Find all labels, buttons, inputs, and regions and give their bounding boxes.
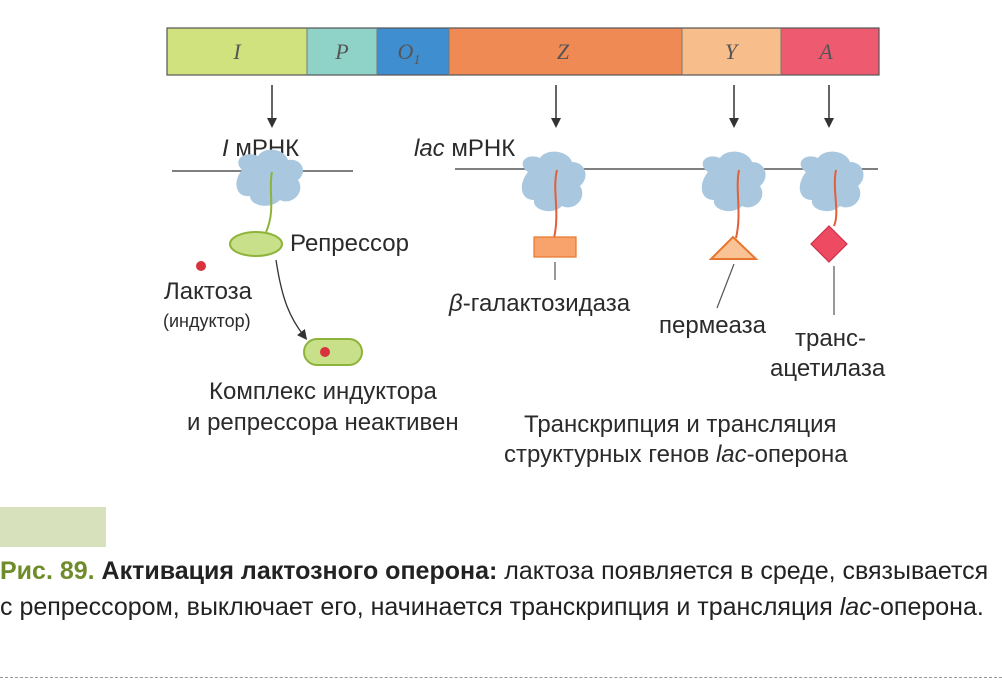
permease-label: пермеаза xyxy=(659,312,767,339)
gene-label-p: P xyxy=(334,39,348,64)
gene-segment-z xyxy=(449,28,682,75)
complex-label-line1: Комплекс индуктора xyxy=(209,378,437,405)
ribosome-a xyxy=(799,151,864,212)
repressor-peptide xyxy=(265,171,273,233)
repressor-shape xyxy=(229,231,283,257)
ribosome-z xyxy=(521,151,586,212)
lactose-label: Лактоза xyxy=(164,278,253,305)
dashed-divider xyxy=(0,677,1002,678)
beta-galactosidase-shape xyxy=(533,236,577,258)
gene-segment-y xyxy=(682,28,781,75)
permease-shape xyxy=(708,235,759,260)
beta-galactosidase-label: β-галактозидаза xyxy=(448,290,631,317)
caption-accent-bar xyxy=(0,507,106,547)
bound-lactose-dot xyxy=(320,347,330,357)
acetylase-peptide xyxy=(833,169,838,227)
beta-gal-peptide xyxy=(553,169,558,239)
gene-label-z: Z xyxy=(557,39,570,64)
transcription-label-line2: структурных генов lac-оперона xyxy=(504,441,848,468)
ribosome-y xyxy=(701,151,766,212)
transacetylase-label-line2: ацетилаза xyxy=(770,355,886,382)
lac-operon-diagram: I P O1 Z Y A I мРНК lac мРНК Репрессор Л… xyxy=(163,27,886,468)
inducer-repressor-complex xyxy=(303,338,363,366)
gene-label-y: Y xyxy=(725,39,740,64)
lac-mrna-label: lac мРНК xyxy=(414,135,515,162)
gene-segment-i xyxy=(167,28,307,75)
permease-peptide xyxy=(735,169,740,239)
caption-text: лактоза появляется в среде, связывается … xyxy=(0,557,989,621)
gene-bar: I P O1 Z Y A xyxy=(166,27,880,76)
lactose-dot xyxy=(196,261,206,271)
gene-segment-a xyxy=(781,28,879,75)
gene-label-o1: O1 xyxy=(398,39,421,68)
binding-arrow xyxy=(275,259,308,340)
transcription-label-line1: Транскрипция и трансляция xyxy=(524,411,837,438)
gene-label-a: A xyxy=(817,39,833,64)
transacetylase-label-line1: транс- xyxy=(795,325,866,352)
transacetylase-shape xyxy=(810,225,848,263)
gene-bar-outline xyxy=(166,27,880,76)
gene-segment-p xyxy=(307,28,377,75)
caption-text-end: -оперона. xyxy=(871,593,984,621)
inducer-label: (индуктор) xyxy=(163,311,251,331)
gene-label-i: I xyxy=(232,39,242,64)
figure-title: Активация лактозного оперона: xyxy=(94,557,498,585)
repressor-label: Репрессор xyxy=(290,230,409,257)
figure-caption: Рис. 89. Активация лактозного оперона: л… xyxy=(0,553,995,625)
transcription-arrows xyxy=(267,85,834,128)
figure-number: Рис. 89. xyxy=(0,557,95,585)
gene-segment-o1 xyxy=(377,28,449,75)
ribosome-i xyxy=(236,149,303,206)
complex-label-line2: и репрессора неактивен xyxy=(187,409,459,436)
caption-lac: lac xyxy=(839,593,872,621)
